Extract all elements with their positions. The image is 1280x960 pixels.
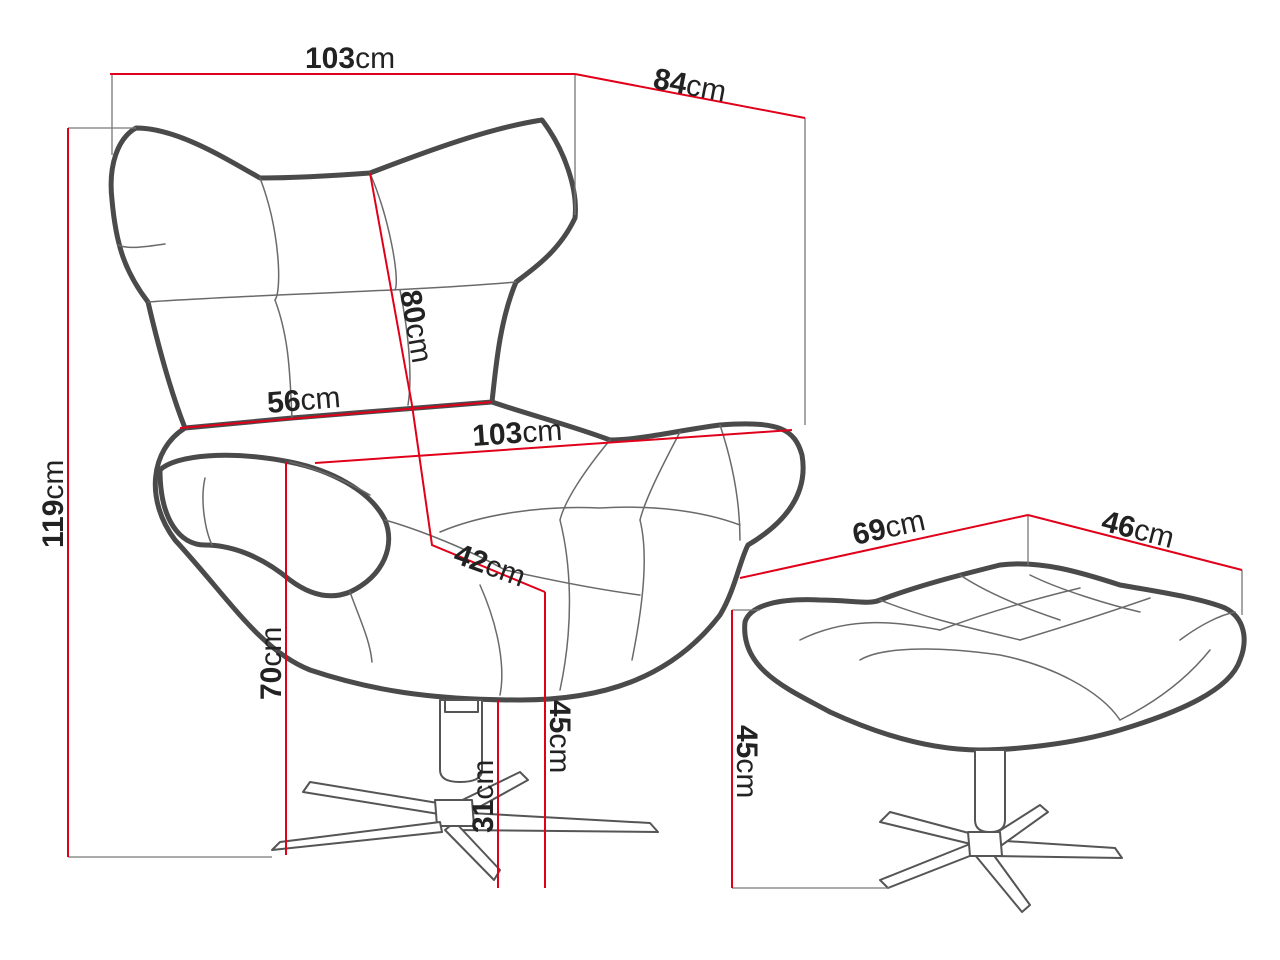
dim-line-ottoman-depth — [1027, 514, 1243, 571]
label-depth: 84cm — [651, 62, 729, 108]
dim-line-depth — [574, 73, 806, 119]
dim-line-seat-width-inner — [179, 401, 493, 429]
label-armrest-height: 70cm — [255, 627, 288, 700]
label-base-height: 31cm — [467, 760, 500, 833]
label-ottoman-depth: 46cm — [1098, 505, 1177, 555]
ottoman-cushion — [742, 561, 1247, 753]
ottoman-base — [879, 749, 1123, 913]
label-ottoman-height: 45cm — [730, 725, 763, 798]
label-width-top: 103cm — [305, 42, 395, 75]
dimension-labels: 103cm 84cm 80cm 56cm 103cm 42cm 119cm 70… — [37, 42, 1178, 833]
armchair-left-armrest — [157, 452, 392, 599]
label-total-height: 119cm — [37, 460, 70, 548]
dimension-lines — [67, 73, 1243, 888]
dim-line-ottoman-width — [739, 514, 1029, 579]
label-seat-width-inner: 56cm — [266, 381, 342, 420]
dim-line-backrest-height — [369, 172, 413, 406]
armchair-drawing — [108, 117, 806, 881]
armchair-seat — [152, 399, 806, 703]
armchair-backrest — [108, 117, 578, 431]
extension-lines — [68, 74, 1243, 889]
armchair-base — [271, 699, 659, 881]
label-backrest-height: 80cm — [393, 287, 438, 365]
ottoman-drawing — [742, 561, 1247, 913]
dim-line-seat-depth — [411, 404, 546, 593]
label-width-arms: 103cm — [471, 414, 563, 453]
label-ottoman-width: 69cm — [849, 504, 928, 552]
dim-line-width-arms — [314, 429, 793, 464]
label-seat-depth: 42cm — [450, 538, 530, 594]
label-seat-height: 45cm — [543, 700, 576, 773]
